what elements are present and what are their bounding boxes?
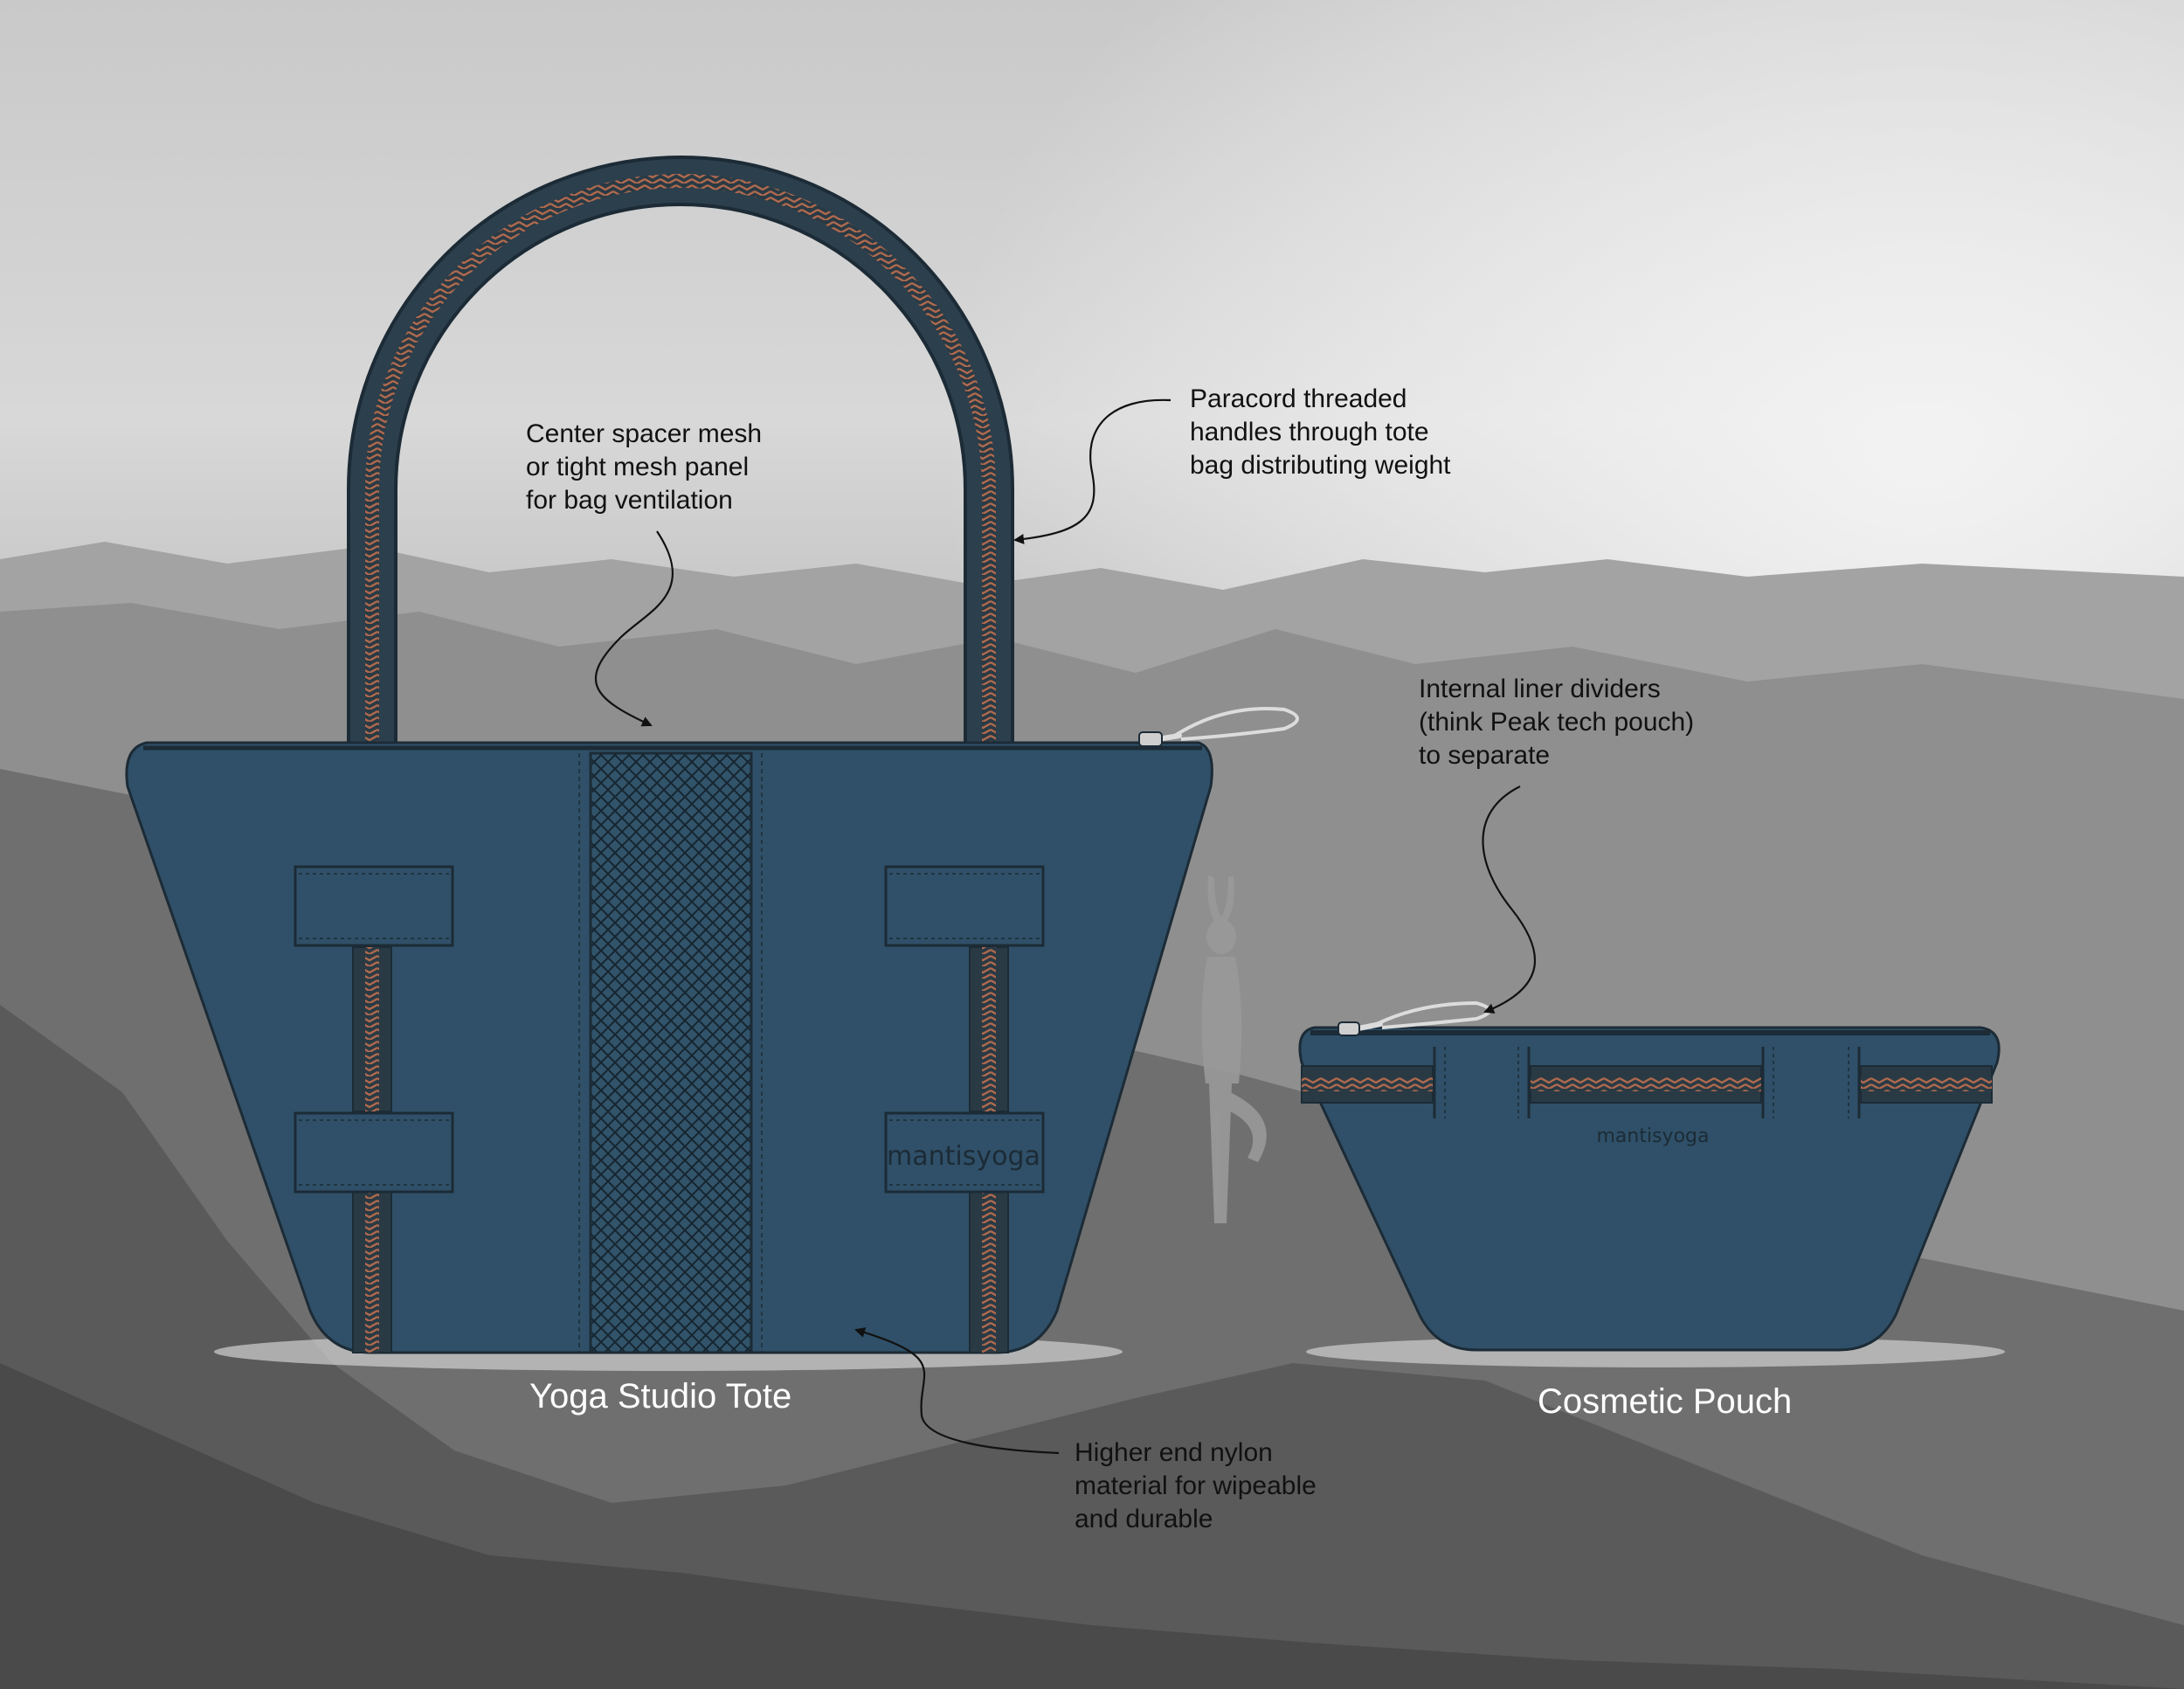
pouch-paracord-band-center [1530,1065,1762,1104]
annotation-line: and durable [1075,1505,1213,1533]
pouch-caption: Cosmetic Pouch [1538,1382,1793,1421]
tote-brand-logo: mantisyoga [887,1141,1040,1172]
pouch-paracord-band-right [1860,1065,1993,1104]
annotation-line: material for wipeable [1075,1471,1317,1500]
arrow-nylon [854,1327,1060,1455]
pouch-brand-logo: mantisyoga [1597,1125,1710,1147]
pouch-body [1298,1026,2001,1352]
pouch-paracord-band-left [1301,1065,1434,1104]
tote-handle-paracord [365,174,996,865]
annotation-dividers: Internal liner dividers (think Peak tech… [1419,673,1694,772]
arrow-dividers [1482,786,1537,1014]
rocky-slope [0,1005,2184,1689]
annotation-line: handles through tote [1190,418,1429,446]
annotation-nylon: Higher end nylon material for wipeable a… [1075,1436,1317,1536]
arrow-mesh [594,530,674,727]
tote-caption: Yoga Studio Tote [529,1377,792,1416]
tote-mesh-panel [589,751,753,1354]
cosmetic-pouch: mantisyoga [1298,1000,2005,1367]
arrow-paracord [1013,398,1171,544]
yoga-figure [1201,876,1267,1223]
arrow-icon [594,398,1537,1455]
zipper-pull-icon [1138,706,1299,747]
annotation-line: Higher end nylon [1075,1438,1273,1467]
annotation-line: (think Peak tech pouch) [1419,708,1695,737]
annotation-line: Paracord threaded [1190,384,1407,413]
annotation-line: for bag ventilation [526,486,733,515]
yoga-studio-tote: mantisyoga [125,156,1299,1371]
annotation-line: Center spacer mesh [526,419,763,448]
tote-strap-segments-visible [352,946,1009,1112]
foreground-rocks [0,1363,2184,1689]
annotation-line: or tight mesh panel [526,453,750,481]
annotation-mesh: Center spacer mesh or tight mesh panel f… [526,418,762,517]
tote-strap-loops [294,865,1045,1194]
annotation-line: Internal liner dividers [1419,675,1661,703]
annotation-line: bag distributing weight [1190,451,1451,480]
annotation-paracord: Paracord threaded handles through tote b… [1190,383,1451,482]
annotation-line: to separate [1419,741,1551,770]
